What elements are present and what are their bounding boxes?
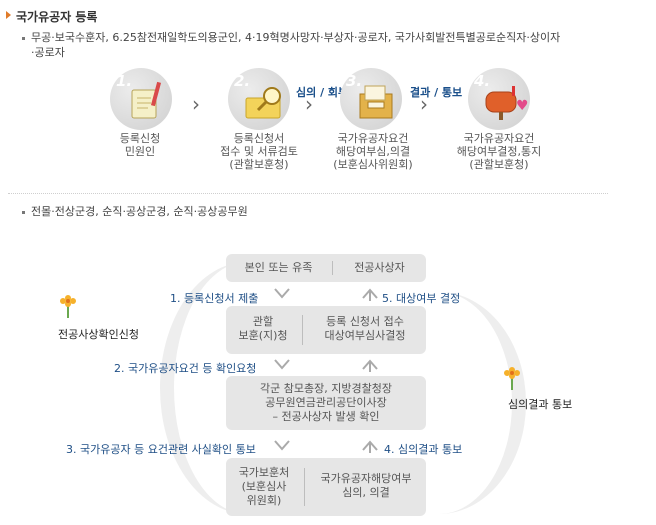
box-veterans-agency-right: 국가유공자해당여부 심의, 의결 (320, 472, 412, 499)
arrow-up-icon (362, 440, 378, 453)
arrow-down-icon (274, 440, 290, 451)
page-title: 국가유공자 등록 (16, 10, 98, 24)
file-box-icon (359, 85, 393, 119)
title-marker-icon (6, 11, 11, 19)
flow-step-3: 3. 국가유공자 등 요건관련 사실확인 통보 (66, 443, 256, 456)
box-regional-office: 관할 보훈(지)청 등록 신청서 접수 대상여부심사결정 (226, 306, 426, 354)
mailbox-heart-icon: ♥ (485, 86, 529, 120)
box-veterans-agency: 국가보훈처 (보훈심사 위원회) 국가유공자해당여부 심의, 의결 (226, 458, 426, 516)
arrow-down-icon (274, 288, 290, 299)
step3-text: 국가유공자요건 해당여부심,의결 (보훈심사위원회) (333, 132, 413, 171)
box-military-confirm-text: 각군 참모총장, 지방경찰청장 공무원연금관리공단이사장 – 전공사상자 발생 … (260, 382, 392, 423)
flow-step-2: 2. 국가유공자요건 등 확인요청 (114, 362, 257, 375)
step2-text: 등록신청서 접수 및 서류검토 (관할보훈청) (220, 132, 298, 171)
box-applicant-left: 본인 또는 유족 (244, 261, 313, 274)
magnifier-document-icon (245, 87, 281, 119)
box-military-confirm: 각군 참모총장, 지방경찰청장 공무원연금관리공단이사장 – 전공사상자 발생 … (226, 376, 426, 430)
step4-text: 국가유공자요건 해당여부결정,통지 (관할보훈청) (456, 132, 542, 171)
arrow-right-icon: › (420, 92, 428, 116)
flow-step-1: 1. 등록신청서 제출 (170, 292, 259, 305)
section1-bullet-cont: ·공로자 (31, 46, 65, 59)
box-regional-office-right: 등록 신청서 접수 대상여부심사결정 (324, 315, 406, 342)
step4-number: 4. (474, 72, 491, 90)
step2-number: 2. (234, 72, 251, 90)
bullet-dot-icon (22, 36, 25, 40)
document-pen-icon (131, 81, 162, 119)
box-applicant-right: 전공사상자 (354, 261, 405, 274)
section1-bullet: 무공·보국수훈자, 6.25참전재일학도의용군인, 4·19혁명사망자·부상자·… (22, 30, 652, 45)
box-veterans-agency-left: 국가보훈처 (보훈심사 위원회) (238, 466, 290, 507)
side-label-right: 심의결과 통보 (508, 398, 573, 411)
flow-label-result: 결과 / 통보 (410, 86, 463, 99)
section-divider (8, 193, 608, 194)
side-label-left: 전공사상확인신청 (58, 328, 139, 341)
separator (332, 261, 333, 275)
box-regional-office-left: 관할 보훈(지)청 (238, 315, 288, 342)
arrow-down-icon (274, 359, 290, 370)
step3-number: 3. (346, 72, 363, 90)
arrow-right-icon: › (192, 92, 200, 116)
flower-icon (60, 295, 76, 318)
svg-text:♥: ♥ (516, 98, 529, 114)
flower-icon (504, 367, 520, 390)
flow-step-4: 4. 심의결과 통보 (384, 443, 463, 456)
flow-step-5: 5. 대상여부 결정 (382, 292, 461, 305)
box-applicant: 본인 또는 유족 전공사상자 (226, 254, 426, 282)
section2-bullet: 전몰·전상군경, 순직·공상군경, 순직·공상공무원 (22, 204, 248, 219)
separator (304, 468, 305, 506)
bullet-dot-icon (22, 210, 25, 214)
arrow-up-icon (362, 359, 378, 372)
arrow-right-icon: › (305, 92, 313, 116)
step1-number: 1. (116, 72, 133, 90)
flow-label-review: 심의 / 회부 (296, 86, 349, 99)
arrow-up-icon (362, 288, 378, 301)
separator (302, 315, 303, 345)
step1-text: 등록신청 민원인 (119, 132, 161, 158)
